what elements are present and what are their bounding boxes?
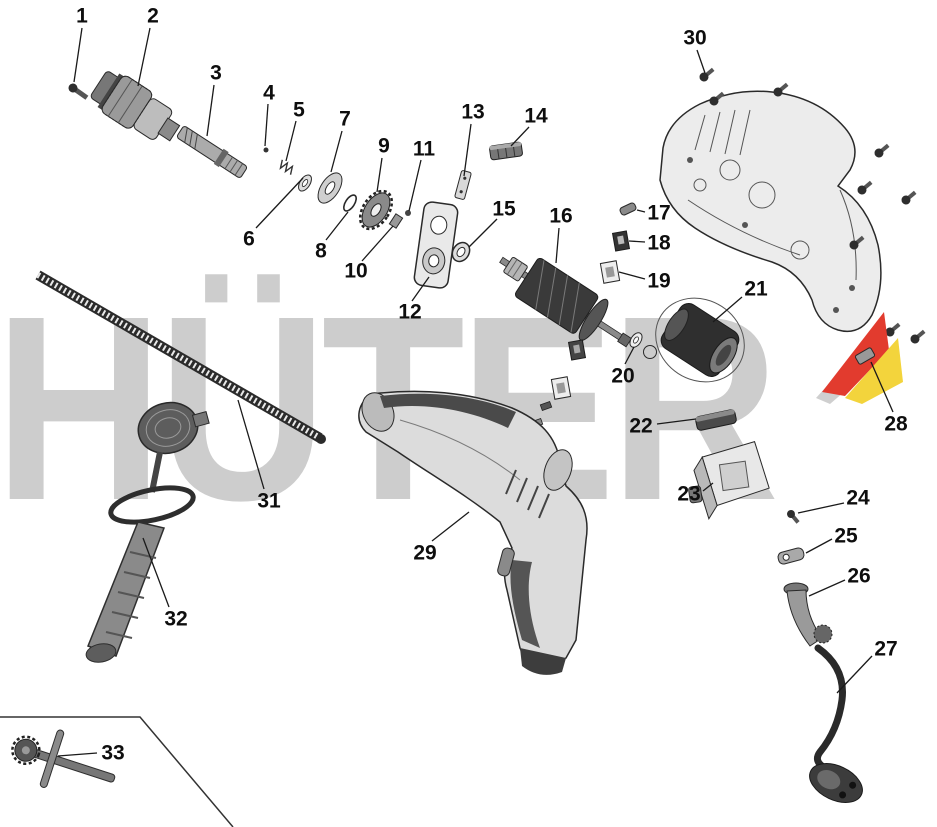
part-label-12: 12: [398, 300, 422, 324]
part-label-7: 7: [339, 107, 351, 131]
switch-drawing: [688, 441, 770, 520]
part-label-19: 19: [647, 269, 671, 293]
part-label-32: 32: [164, 607, 188, 631]
part-17-drawing: [619, 202, 637, 216]
brush-pair-a-drawing: [567, 339, 587, 361]
part-label-1: 1: [76, 4, 88, 28]
cord-guard-drawing: [783, 582, 833, 647]
part-label-10: 10: [344, 259, 368, 283]
part-label-11: 11: [412, 137, 436, 161]
part-label-24: 24: [846, 486, 870, 510]
screw-24-drawing: [787, 510, 800, 524]
part-label-21: 21: [744, 277, 768, 301]
part-label-29: 29: [413, 541, 437, 565]
part-label-28: 28: [884, 412, 908, 436]
bearing-drawing: [451, 241, 471, 263]
housing-screws-drawing: [699, 67, 926, 344]
plate-22-drawing: [695, 409, 737, 431]
part-label-8: 8: [315, 239, 327, 263]
inset-border-line: [0, 716, 234, 827]
chuck-drawing: [90, 71, 181, 142]
part-28-drawing: [854, 347, 876, 365]
part-label-16: 16: [549, 204, 573, 228]
drill-body-drawing: [358, 390, 588, 675]
part-label-5: 5: [293, 98, 305, 122]
part-label-25: 25: [834, 524, 858, 548]
part-label-30: 30: [683, 26, 707, 50]
housing-drawing: [659, 90, 882, 333]
part-label-26: 26: [847, 564, 871, 588]
pin-11-drawing: [405, 210, 411, 216]
brush-18-drawing: [611, 230, 631, 252]
spindle-drawing: [176, 126, 248, 178]
disc-washer-drawing: [317, 172, 343, 204]
brush-pair-b-drawing: [550, 376, 572, 400]
gearbox-plate-drawing: [413, 201, 459, 289]
small-part-a-drawing: [539, 400, 553, 412]
part-label-31: 31: [257, 489, 281, 513]
part-label-4: 4: [263, 81, 275, 105]
depth-rod-drawing: [35, 270, 326, 444]
part-label-2: 2: [147, 4, 159, 28]
part-label-18: 18: [647, 231, 671, 255]
gear-drawing: [358, 189, 394, 231]
part-label-27: 27: [874, 637, 898, 661]
ring-drawing: [343, 194, 357, 212]
part-label-33: 33: [101, 741, 125, 765]
part-label-22: 22: [629, 414, 653, 438]
part-label-13: 13: [461, 100, 485, 124]
part-label-6: 6: [243, 227, 255, 251]
bearing-20-drawing: [643, 345, 657, 359]
part-label-3: 3: [210, 61, 222, 85]
part-label-20: 20: [611, 364, 635, 388]
part-label-23: 23: [677, 482, 701, 506]
chuck-key-drawing: [11, 729, 116, 788]
part-label-15: 15: [492, 197, 516, 221]
screw-1-drawing: [68, 83, 89, 100]
brush-holder-19-drawing: [599, 260, 621, 284]
spring-drawing: [279, 159, 294, 175]
armature-drawing: [499, 256, 633, 348]
clamp-25-drawing: [777, 547, 805, 565]
part-label-9: 9: [378, 134, 390, 158]
part-label-14: 14: [524, 104, 548, 128]
pin-drawing: [263, 147, 269, 153]
part-label-17: 17: [647, 201, 671, 225]
